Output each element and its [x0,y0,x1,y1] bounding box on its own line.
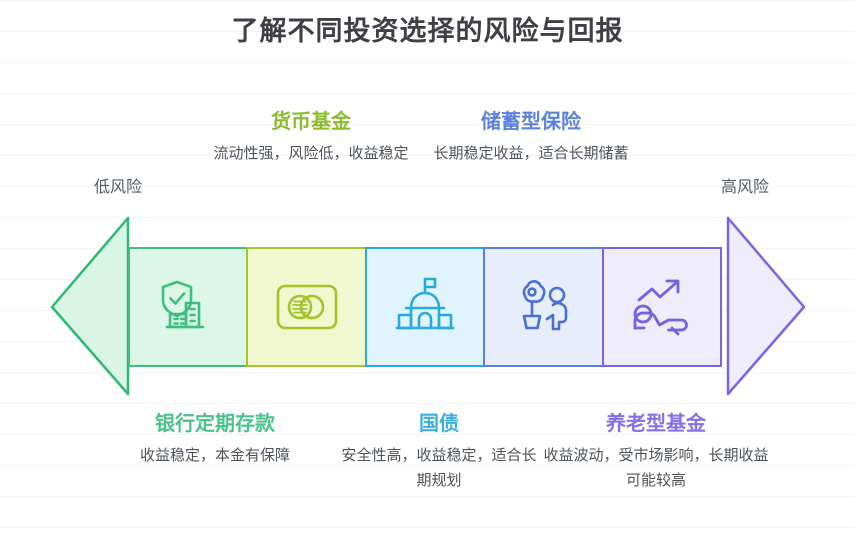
segment-savings-insurance[interactable] [483,247,604,367]
callout-savings-insurance-title: 储蓄型保险 [481,111,581,133]
left-arrowhead [50,216,130,396]
segment-pension-fund[interactable] [601,247,722,367]
person-growth-arrow-icon [629,278,695,336]
right-arrowhead [726,216,806,396]
callout-pension-fund-title: 养老型基金 [606,413,706,435]
callout-bank-deposit-title: 银行定期存款 [155,413,275,435]
callout-bank-deposit: 银行定期存款 收益稳定，本金有保障 [98,410,332,468]
callout-government-bond: 国债 安全性高，收益稳定，适合长期规划 [340,410,538,493]
callout-pension-fund-desc: 收益波动，受市场影响，长期收益可能较高 [543,447,769,489]
callout-savings-insurance: 储蓄型保险 长期稳定收益，适合长期储蓄 [422,108,640,166]
segment-money-fund[interactable] [246,247,367,367]
callout-government-bond-title: 国债 [419,413,459,435]
callout-government-bond-desc: 安全性高，收益稳定，适合长期规划 [341,447,537,489]
page-title: 了解不同投资选择的风险与回报 [231,16,624,46]
callout-money-fund-desc: 流动性强，风险低，收益稳定 [213,145,409,162]
segment-government-bond[interactable] [364,247,486,367]
callout-savings-insurance-desc: 长期稳定收益，适合长期储蓄 [433,145,629,162]
risk-spectrum-bar [128,247,730,367]
segment-bank-deposit[interactable] [128,247,249,367]
callout-pension-fund: 养老型基金 收益波动，受市场影响，长期收益可能较高 [540,410,772,493]
callout-money-fund-title: 货币基金 [271,111,351,133]
coins-card-icon [276,284,338,330]
flower-pot-person-icon [512,278,574,336]
risk-label-high: 高风险 [720,179,769,196]
risk-label-low: 低风险 [93,179,142,196]
callout-money-fund: 货币基金 流动性强，风险低，收益稳定 [205,108,417,166]
government-building-icon [395,276,455,338]
callout-bank-deposit-desc: 收益稳定，本金有保障 [139,447,290,464]
shield-check-building-icon [156,278,220,336]
